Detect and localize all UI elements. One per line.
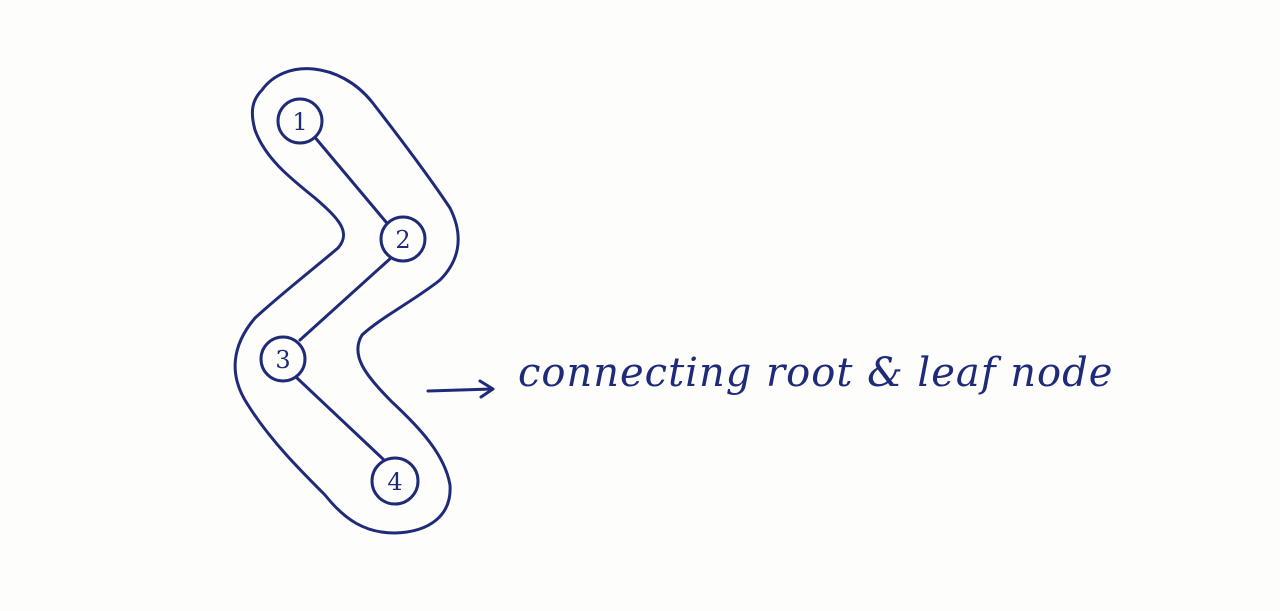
node-2-label: 2 — [395, 226, 410, 254]
node-1-label: 1 — [292, 108, 307, 136]
node-3: 3 — [259, 335, 307, 383]
node-3-label: 3 — [275, 346, 290, 374]
node-4: 4 — [370, 456, 420, 506]
node-4-label: 4 — [387, 468, 402, 496]
edge-1-2 — [311, 133, 388, 224]
node-1: 1 — [276, 97, 324, 145]
path-enclosure — [233, 67, 460, 535]
edge-3-4 — [295, 376, 386, 462]
node-2: 2 — [379, 215, 427, 263]
annotation-label: connecting root & leaf node — [518, 350, 1113, 396]
annotation-arrow — [426, 379, 495, 399]
edge-2-3 — [298, 255, 394, 342]
